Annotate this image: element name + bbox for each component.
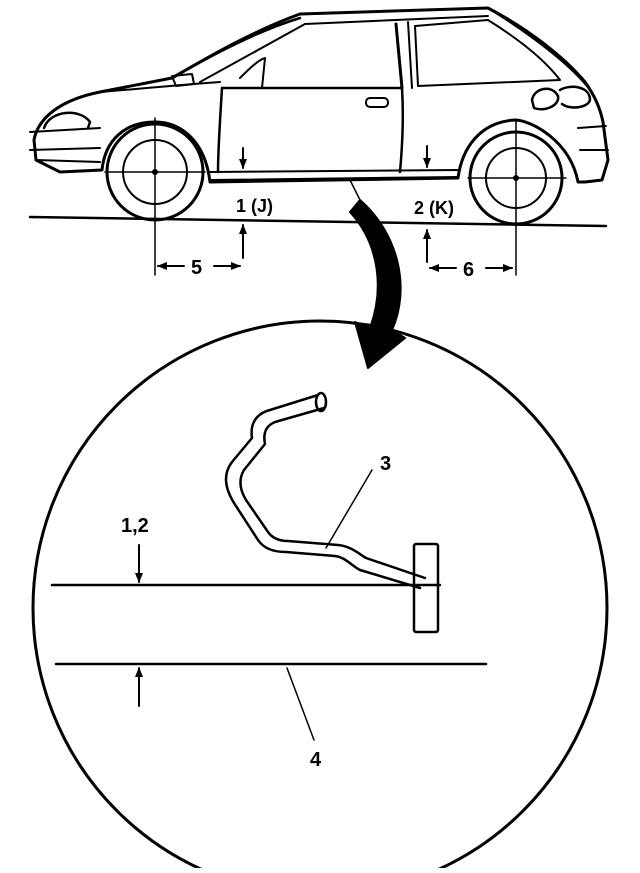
label-point-1: 1 (J) (236, 196, 273, 216)
detail-circle (31, 319, 609, 873)
car-side-view (29, 6, 610, 276)
label-point-2: 2 (K) (414, 198, 454, 218)
label-dim-5: 5 (191, 257, 202, 279)
zoom-arrow (349, 199, 406, 369)
label-callout-1-2: 1,2 (121, 515, 149, 537)
label-callout-3: 3 (380, 453, 391, 475)
lift-tool (224, 391, 440, 634)
ground-line (28, 215, 608, 228)
label-dim-6: 6 (463, 259, 474, 281)
label-callout-4: 4 (310, 749, 322, 771)
